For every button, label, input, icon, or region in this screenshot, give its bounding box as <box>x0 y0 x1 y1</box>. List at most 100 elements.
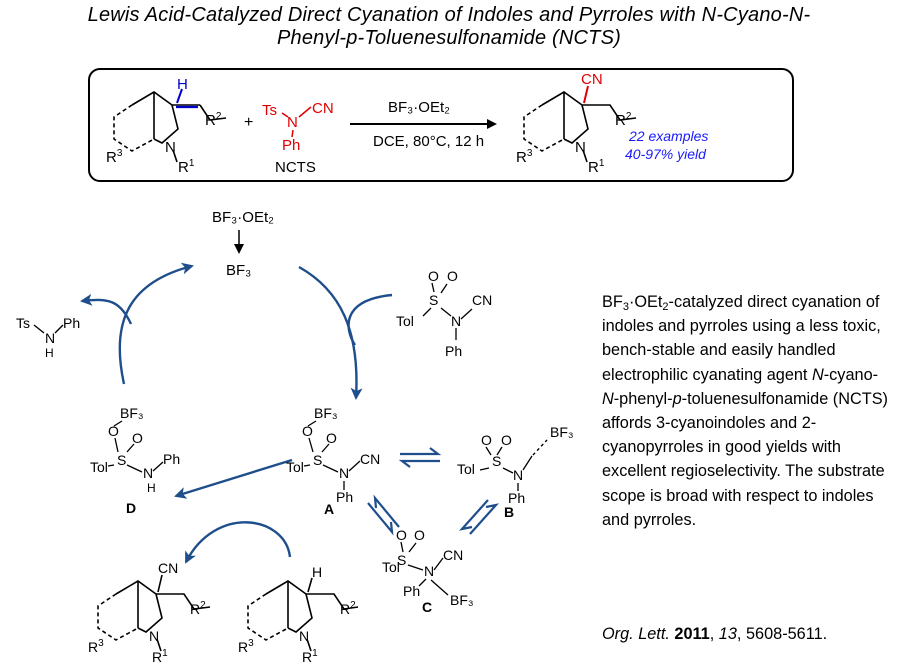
cycle-product-r3-label: R3 <box>88 638 104 655</box>
svg-text:BF₃: BF₃ <box>120 405 144 421</box>
svg-text:Ts: Ts <box>262 102 277 119</box>
citation-journal: Org. Lett. <box>602 625 670 643</box>
svg-text:S: S <box>429 292 438 308</box>
cycle-substrate-r1-label: R1 <box>302 648 318 665</box>
plus-sign: + <box>244 114 253 131</box>
cycle-substrate-h-label: H <box>312 564 322 580</box>
svg-text:N: N <box>424 563 434 579</box>
description-text: BF3·OEt2-catalyzed direct cyanation of i… <box>602 293 888 529</box>
reagent-entry-arrow <box>347 293 393 346</box>
product-cn-label: CN <box>581 71 603 88</box>
svg-text:S: S <box>313 452 322 468</box>
svg-text:Ph: Ph <box>445 343 462 359</box>
label-d: D <box>126 500 136 516</box>
svg-text:N: N <box>339 465 349 481</box>
citation: Org. Lett. 2011, 13, 5608-5611. <box>602 625 828 643</box>
cycle-product-r1-label: R1 <box>152 648 168 665</box>
indole-h-label: H <box>177 76 188 93</box>
byproduct-tsnhph: Ts N H Ph <box>16 315 80 360</box>
equilibrium-a-b <box>398 447 442 468</box>
svg-text:Ph: Ph <box>508 490 525 506</box>
svg-text:N: N <box>143 465 153 481</box>
svg-text:N: N <box>45 330 55 346</box>
cycle-reagent-ncts: O O S Tol N CN Ph <box>396 268 492 359</box>
svg-text:H: H <box>45 346 54 360</box>
svg-text:Tol: Tol <box>90 459 108 475</box>
cycle-arrow-to-a <box>298 265 363 400</box>
svg-text:O: O <box>108 423 119 439</box>
citation-pages: 5608-5611. <box>745 625 828 643</box>
svg-text:O: O <box>447 268 458 284</box>
svg-text:BF₃: BF₃ <box>450 592 474 608</box>
cycle-product-cn-label: CN <box>158 560 178 576</box>
svg-text:Tol: Tol <box>457 461 475 477</box>
svg-text:CN: CN <box>472 292 492 308</box>
cycle-substrate-r2-label: R2 <box>340 600 356 617</box>
ncts-label: NCTS <box>275 159 316 176</box>
label-a: A <box>324 501 334 517</box>
svg-text:S: S <box>117 452 126 468</box>
svg-text:O: O <box>132 430 143 446</box>
label-c: C <box>422 599 432 615</box>
svg-text:CN: CN <box>443 547 463 563</box>
product-n-label: N <box>575 139 586 156</box>
product-r2-label: R2 <box>615 111 632 129</box>
svg-text:CN: CN <box>312 100 334 117</box>
cycle-product-n-label: N <box>149 628 159 644</box>
page-title: Lewis Acid-Catalyzed Direct Cyanation of… <box>0 4 898 50</box>
svg-text:Ph: Ph <box>63 315 80 331</box>
conditions-catalyst: BF₃·OEt₂ <box>388 99 450 116</box>
svg-text:CN: CN <box>360 451 380 467</box>
svg-text:Ph: Ph <box>282 137 300 154</box>
cycle-substrate-indole <box>247 577 359 652</box>
equilibrium-a-c <box>367 494 400 536</box>
citation-volume: 13 <box>718 625 737 643</box>
svg-text:BF₃: BF₃ <box>314 405 338 421</box>
title-line-2: Phenyl-p-Toluenesulfonamide (NCTS) <box>277 27 621 49</box>
cycle-substrate-n-label: N <box>299 628 309 644</box>
cycle-substrate-r3-label: R3 <box>238 638 254 655</box>
svg-text:Tol: Tol <box>286 459 304 475</box>
arrow-a-to-d <box>174 458 293 499</box>
examples-note: 22 examples <box>628 128 708 144</box>
equilibrium-b-c <box>458 499 500 535</box>
svg-text:Tol: Tol <box>382 559 400 575</box>
intermediate-b: BF₃ O O S Tol N Ph B <box>457 424 574 520</box>
product-r1-label: R1 <box>588 158 605 176</box>
svg-text:N: N <box>513 467 523 483</box>
svg-text:BF₃: BF₃ <box>550 424 574 440</box>
svg-text:H: H <box>147 481 156 495</box>
title-line-1: Lewis Acid-Catalyzed Direct Cyanation of… <box>87 4 811 26</box>
svg-text:Ph: Ph <box>403 583 420 599</box>
conditions-solvent: DCE, 80°C, 12 h <box>373 133 484 150</box>
svg-text:Ph: Ph <box>163 451 180 467</box>
svg-text:O: O <box>481 432 492 448</box>
indole-n-label: N <box>165 139 176 156</box>
indole-r1-label: R1 <box>178 158 195 176</box>
yield-note: 40-97% yield <box>625 146 707 162</box>
svg-text:O: O <box>326 430 337 446</box>
catalyst-precursor-label: BF₃·OEt₂ <box>212 209 274 226</box>
substrate-arrow <box>184 521 292 564</box>
svg-text:O: O <box>501 432 512 448</box>
cycle-product-r2-label: R2 <box>190 600 206 617</box>
svg-text:Ts: Ts <box>16 315 30 331</box>
svg-text:Ph: Ph <box>336 489 353 505</box>
byproduct-release-arrow <box>80 293 133 325</box>
svg-text:Tol: Tol <box>396 313 414 329</box>
intermediate-d: BF₃ O O S Tol N H Ph D <box>90 405 180 516</box>
label-b: B <box>504 504 514 520</box>
ncts-reagent: Ts N CN Ph NCTS <box>262 100 334 176</box>
svg-text:O: O <box>428 268 439 284</box>
indole-r2-label: R2 <box>205 111 222 129</box>
svg-text:O: O <box>414 527 425 543</box>
svg-text:O: O <box>396 527 407 543</box>
catalyst-label: BF₃ <box>226 262 251 279</box>
reaction-scheme-box <box>88 68 794 182</box>
intermediate-a: BF₃ O O S Tol N CN Ph A <box>286 405 380 517</box>
citation-year: 2011 <box>674 625 710 643</box>
product-indole <box>523 85 637 163</box>
indole-r3-label: R3 <box>106 148 123 166</box>
intermediate-c: O O S Tol N CN Ph BF₃ C <box>382 527 474 615</box>
